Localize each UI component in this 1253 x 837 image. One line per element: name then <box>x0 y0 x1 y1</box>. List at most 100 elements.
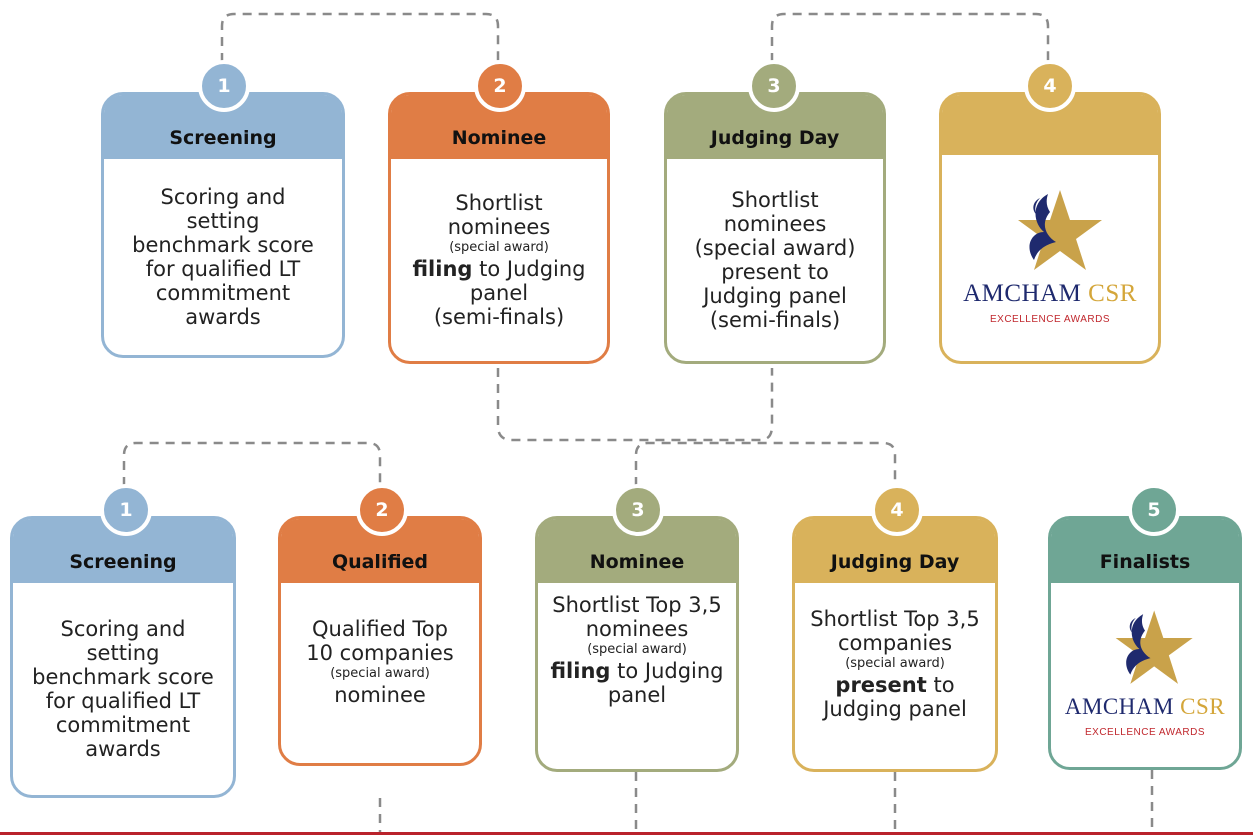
card-title: Nominee <box>589 551 685 573</box>
body-line: (semi-finals) <box>709 308 841 332</box>
body-line: Shortlist <box>455 191 543 215</box>
card-title: Nominee <box>451 127 547 149</box>
bottom-card-qualified: Qualified Qualified Top 10 companies (sp… <box>278 516 482 766</box>
body-line: benchmark score <box>132 233 314 257</box>
card-title: Screening <box>169 127 277 149</box>
connector-top-1-2 <box>220 12 500 62</box>
connector-top-to-bottom-right <box>634 441 897 486</box>
body-line: setting <box>186 209 260 233</box>
step-number: 3 <box>767 75 781 97</box>
step-number-badge: 1 <box>100 484 152 536</box>
amcham-star-logo-icon <box>1018 190 1102 270</box>
body-line: Shortlist <box>731 188 819 212</box>
body-line: awards <box>185 305 261 329</box>
card-title: Qualified <box>331 551 429 573</box>
body-note: (special award) <box>449 240 549 255</box>
card-body: Shortlist Top 3,5 nominees (special awar… <box>538 583 736 769</box>
body-line: Shortlist Top 3,5 <box>552 593 722 617</box>
card-title: Screening <box>69 551 177 573</box>
bottom-card-finalists: Finalists AMCHAM CSR EXCELLENCE AWARDS <box>1048 516 1242 770</box>
card-body: Scoring and setting benchmark score for … <box>104 159 342 355</box>
body-line: panel <box>607 683 667 707</box>
bottom-card-judging-day: Judging Day Shortlist Top 3,5 companies … <box>792 516 998 772</box>
card-body: Shortlist Top 3,5 companies (special awa… <box>795 583 995 769</box>
body-line: (special award) <box>694 236 856 260</box>
body-line: commitment <box>155 281 291 305</box>
body-line: filing to Judging <box>550 659 723 683</box>
card-body: AMCHAM CSR EXCELLENCE AWARDS <box>942 155 1158 361</box>
step-number: 1 <box>119 499 133 521</box>
card-body: AMCHAM CSR EXCELLENCE AWARDS <box>1051 583 1239 767</box>
body-line: for qualified LT <box>145 257 301 281</box>
footer-divider <box>0 832 1253 835</box>
body-line: nominees <box>723 212 827 236</box>
step-number: 3 <box>631 499 645 521</box>
connector-top-to-bottom-left <box>496 368 774 442</box>
logo-word-amcham: AMCHAM <box>963 280 1082 307</box>
step-number-badge: 1 <box>198 60 250 112</box>
card-title: Judging Day <box>830 551 960 573</box>
connector-bottom-1-2 <box>122 441 382 486</box>
card-header: Finalists <box>1051 519 1239 583</box>
body-line: Judging panel <box>703 284 847 308</box>
amcham-star-logo-icon <box>1115 610 1193 684</box>
logo-word-csr: CSR <box>1180 694 1226 719</box>
body-line: nominees <box>447 215 551 239</box>
step-number: 4 <box>1043 75 1057 97</box>
body-line: Qualified Top <box>312 617 448 641</box>
card-body: Shortlist nominees (special award) prese… <box>667 159 883 361</box>
card-body: Qualified Top 10 companies (special awar… <box>281 583 479 763</box>
body-line: benchmark score <box>32 665 214 689</box>
amcham-csr-logo: AMCHAM CSR EXCELLENCE AWARDS <box>1065 605 1225 745</box>
step-number: 2 <box>493 75 507 97</box>
card-title: Judging Day <box>710 127 840 149</box>
body-line: Judging panel <box>823 697 967 721</box>
step-number-badge: 4 <box>871 484 923 536</box>
top-card-screening: Screening Scoring and setting benchmark … <box>101 92 345 358</box>
amcham-csr-logo: AMCHAM CSR EXCELLENCE AWARDS <box>963 184 1137 332</box>
bottom-card-nominee: Nominee Shortlist Top 3,5 nominees (spec… <box>535 516 739 772</box>
body-line: (semi-finals) <box>433 305 565 329</box>
body-line: present to <box>721 260 829 284</box>
body-line: 10 companies <box>306 641 454 665</box>
logo-word-csr: CSR <box>1088 280 1137 307</box>
step-number: 4 <box>890 499 904 521</box>
top-card-judging-day: Judging Day Shortlist nominees (special … <box>664 92 886 364</box>
step-number: 1 <box>217 75 231 97</box>
step-number-badge: 3 <box>748 60 800 112</box>
body-note: (special award) <box>330 666 430 681</box>
body-line: Scoring and <box>160 185 286 209</box>
card-header: Screening <box>13 519 233 583</box>
top-card-nominee: Nominee Shortlist nominees (special awar… <box>388 92 610 364</box>
body-line: setting <box>86 641 160 665</box>
step-number-badge: 2 <box>474 60 526 112</box>
body-line: awards <box>85 737 161 761</box>
logo-wordmark: AMCHAM CSR <box>963 280 1137 307</box>
step-number-badge: 2 <box>356 484 408 536</box>
body-text: to <box>926 673 955 697</box>
body-line: panel <box>469 281 529 305</box>
body-line: nominees <box>585 617 689 641</box>
logo-word-amcham: AMCHAM <box>1064 694 1174 719</box>
body-line: filing to Judging <box>412 257 585 281</box>
card-body: Scoring and setting benchmark score for … <box>13 583 233 795</box>
body-line: Scoring and <box>60 617 186 641</box>
logo-tagline: EXCELLENCE AWARDS <box>1084 727 1205 738</box>
body-text: to Judging <box>472 257 586 281</box>
bottom-card-screening: Screening Scoring and setting benchmark … <box>10 516 236 798</box>
top-card-logo: AMCHAM CSR EXCELLENCE AWARDS <box>939 92 1161 364</box>
body-bold: filing <box>550 659 611 683</box>
step-number-badge: 5 <box>1128 484 1180 536</box>
step-number-badge: 3 <box>612 484 664 536</box>
logo-tagline: EXCELLENCE AWARDS <box>989 314 1110 325</box>
body-note: (special award) <box>845 656 945 671</box>
body-line: commitment <box>55 713 191 737</box>
body-text: to Judging <box>610 659 724 683</box>
body-note: (special award) <box>587 642 687 657</box>
body-line: companies <box>837 631 953 655</box>
card-title: Finalists <box>1099 551 1191 573</box>
body-line: present to <box>835 673 954 697</box>
logo-wordmark: AMCHAM CSR <box>1065 695 1225 719</box>
connector-top-3-4 <box>770 12 1050 62</box>
